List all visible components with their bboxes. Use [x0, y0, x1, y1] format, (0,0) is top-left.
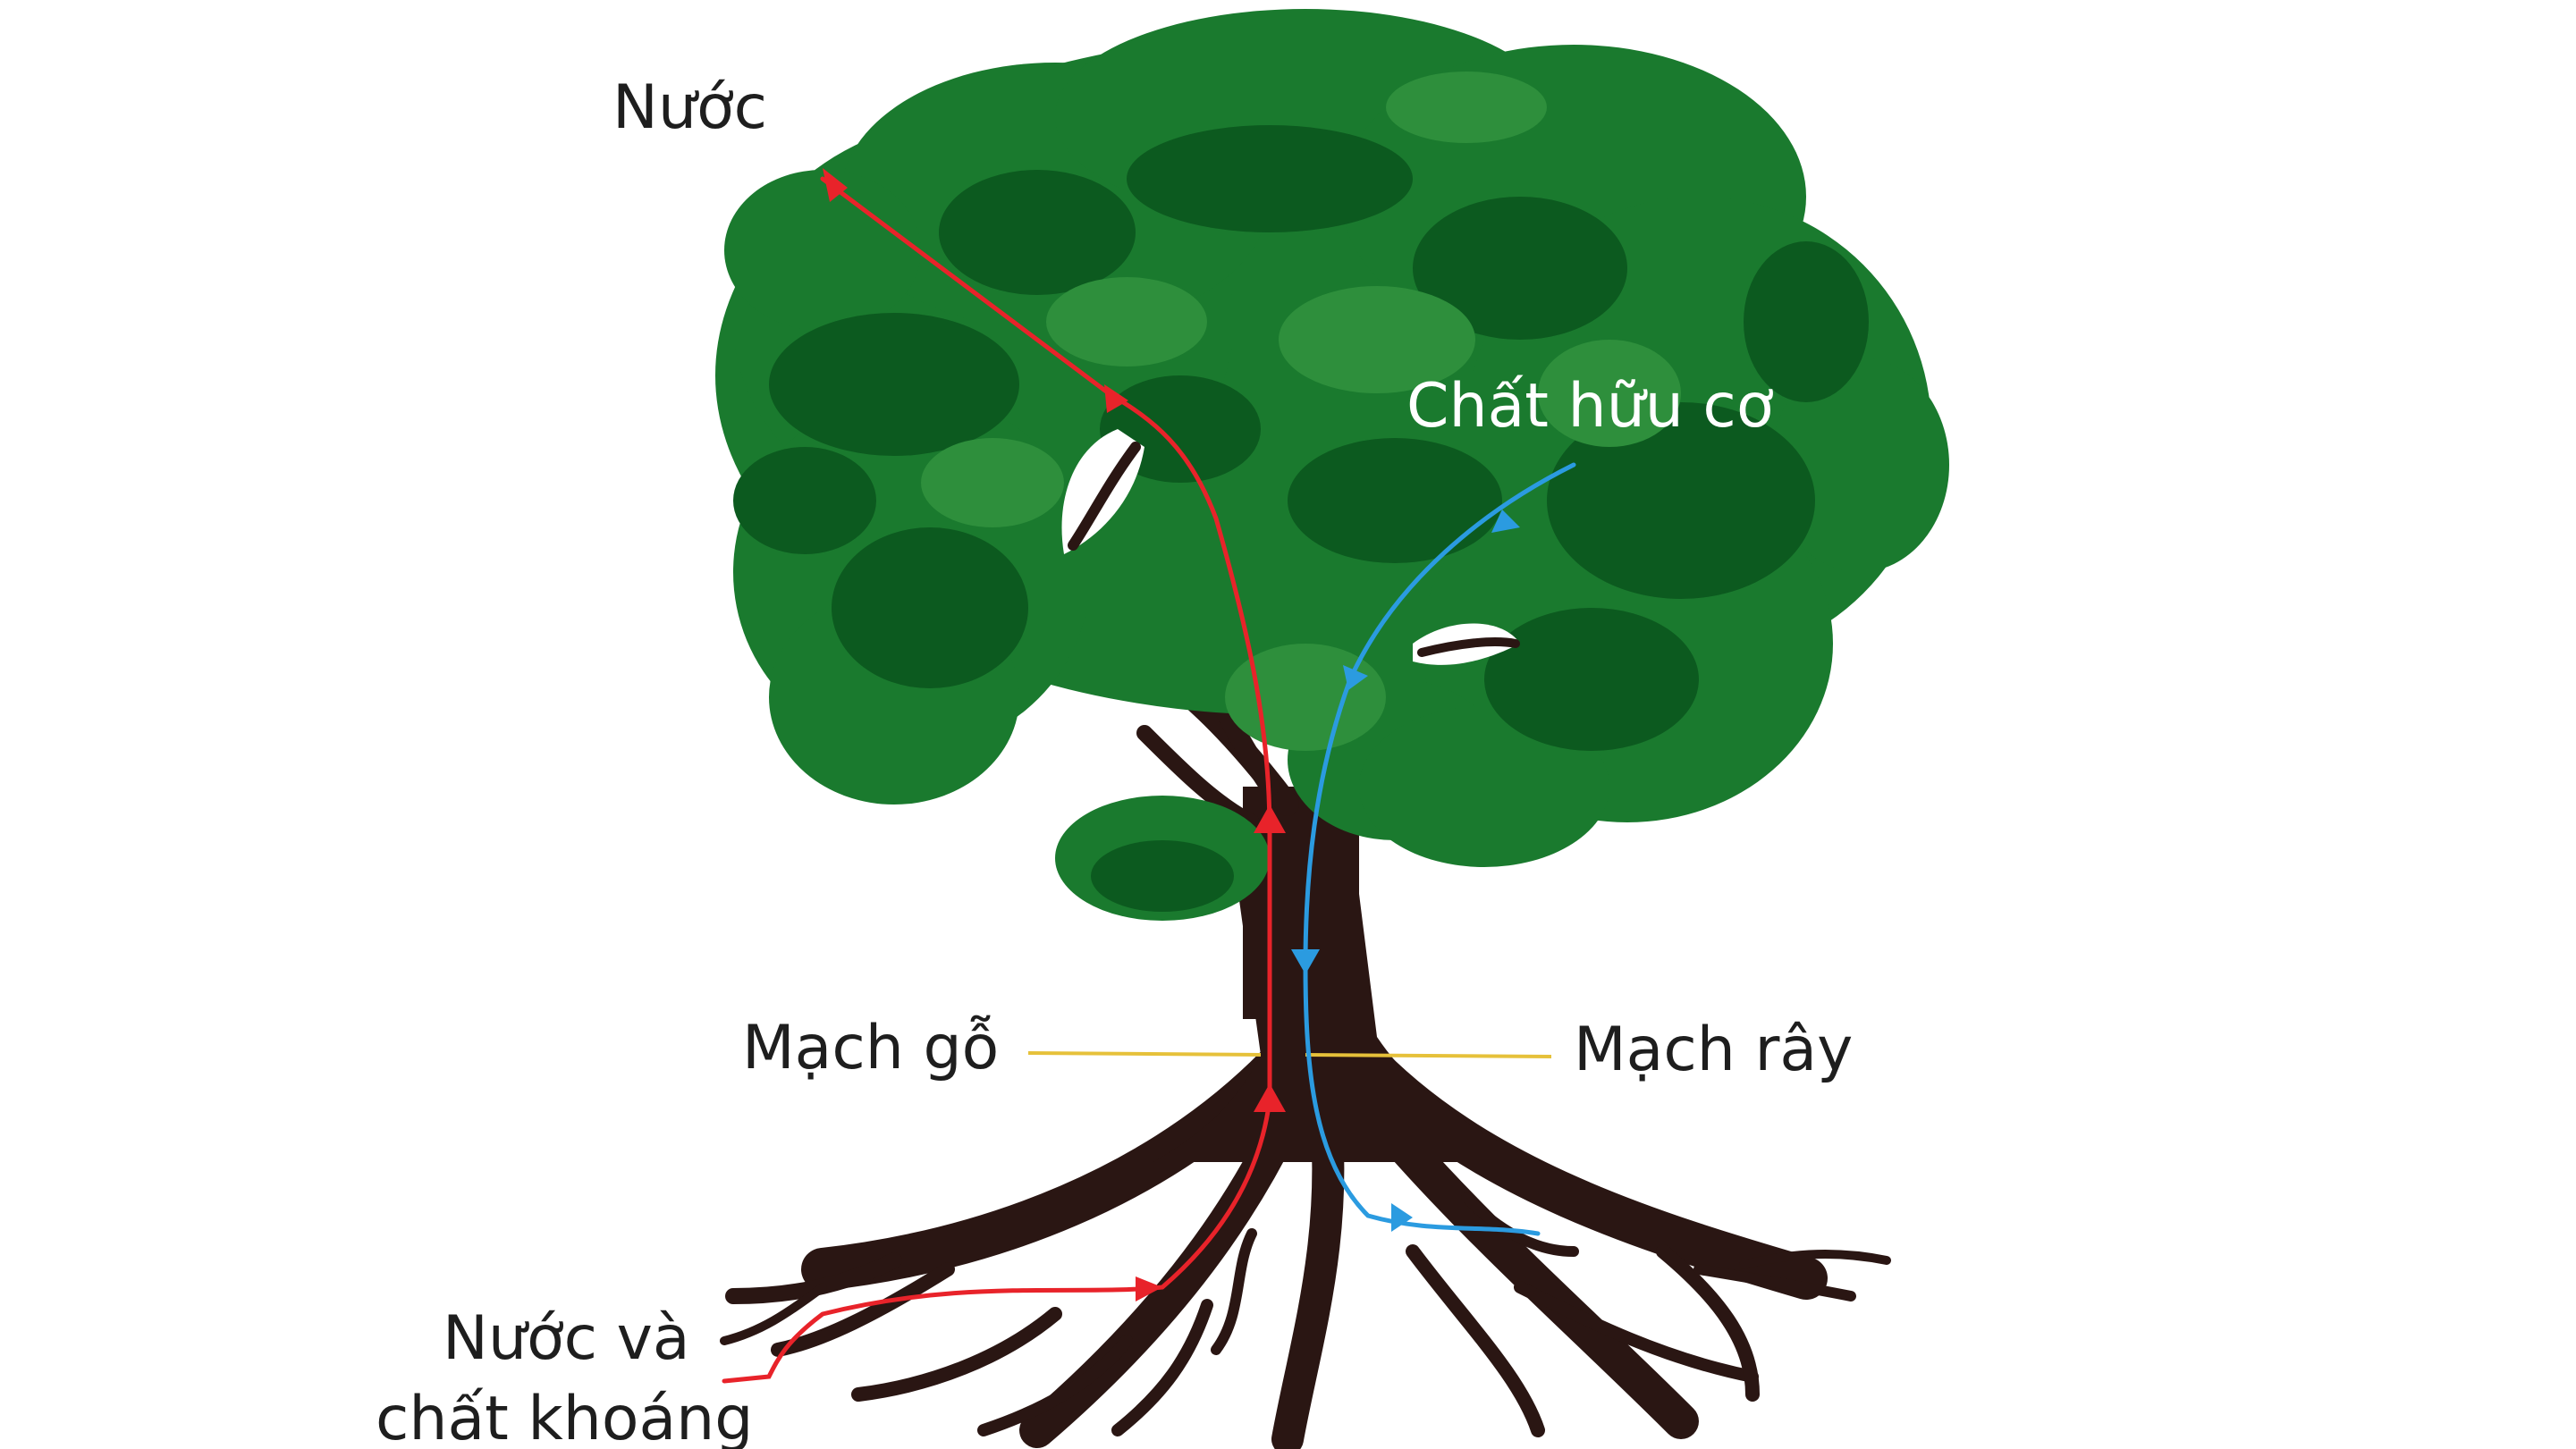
blue-triangle-arrow — [1391, 1203, 1413, 1232]
phloem-leader-line — [1305, 1055, 1551, 1057]
label-water: Nước — [612, 72, 767, 143]
foliage — [715, 9, 1949, 921]
label-water-minerals-line1: Nước và — [443, 1303, 689, 1374]
label-phloem: Mạch rây — [1574, 1015, 1853, 1085]
label-xylem: Mạch gỗ — [742, 1013, 999, 1083]
label-water-minerals-line2: chất khoáng — [376, 1384, 753, 1449]
label-organic-matter: Chất hữu cơ — [1406, 371, 1773, 442]
xylem-leader-line — [1028, 1053, 1261, 1055]
